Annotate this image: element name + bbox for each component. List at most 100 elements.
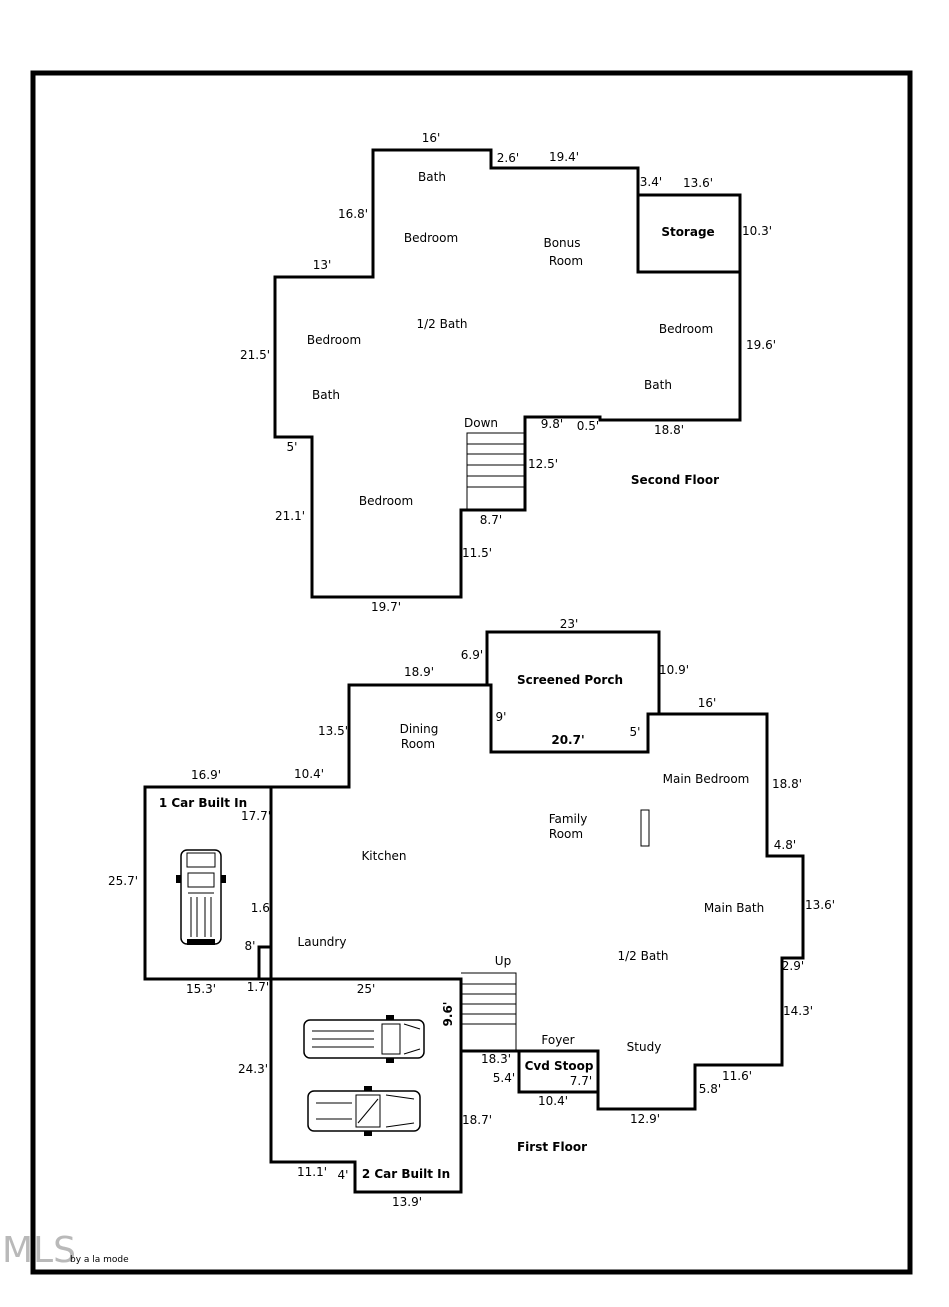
stairs-down xyxy=(466,432,525,510)
dimension-label: 19.4' xyxy=(549,150,579,164)
dimension-label: 8' xyxy=(245,939,256,953)
room-family-room: Room xyxy=(549,827,583,841)
dimension-label: 15.3' xyxy=(186,982,216,996)
dimension-label: 1.6' xyxy=(251,901,273,915)
dimension-label: 16' xyxy=(698,696,717,710)
dimension-label: 12.9' xyxy=(630,1112,660,1126)
car-icon xyxy=(303,1015,425,1063)
dimension-label: 6.9' xyxy=(461,648,483,662)
stairs-up-label: Up xyxy=(495,954,511,968)
dimension-label: 18.7' xyxy=(462,1113,492,1127)
dimension-label: 10.4' xyxy=(538,1094,568,1108)
room-bedroom: Bedroom xyxy=(404,231,458,245)
dimension-label: 24.3' xyxy=(238,1062,268,1076)
room-screened-porch: Screened Porch xyxy=(517,673,623,687)
dimension-label: 18.8' xyxy=(772,777,802,791)
room-storage: Storage xyxy=(661,225,714,239)
dimension-label: 11.1' xyxy=(297,1165,327,1179)
room-family: Family xyxy=(549,812,588,826)
dimension-label: 10.9' xyxy=(659,663,689,677)
room-study: Study xyxy=(627,1040,662,1054)
room-dining: Dining xyxy=(400,722,439,736)
first-floor-outline xyxy=(257,683,805,1111)
dimension-label: 13.9' xyxy=(392,1195,422,1209)
room-dining-room: Room xyxy=(401,737,435,751)
dimension-label: 18.3' xyxy=(481,1052,511,1066)
dimension-label: 25.7' xyxy=(108,874,138,888)
room-laundry: Laundry xyxy=(298,935,347,949)
dimension-label: 8.7' xyxy=(480,513,502,527)
room-foyer: Foyer xyxy=(541,1033,574,1047)
room-bonus: Bonus xyxy=(543,236,580,250)
dimension-label: 9' xyxy=(496,710,507,724)
room-bath: Bath xyxy=(312,388,340,402)
dimension-label: 3.4' xyxy=(640,175,662,189)
first-floor: Screened Porch Dining Room Main Bedroom … xyxy=(108,617,835,1209)
dimension-label: 19.7' xyxy=(371,600,401,614)
dimension-label: 1.7' xyxy=(247,980,269,994)
room-bath: Bath xyxy=(644,378,672,392)
first-floor-label: First Floor xyxy=(517,1140,587,1154)
dimension-label: 11.5' xyxy=(462,546,492,560)
second-floor-outline xyxy=(273,148,742,599)
room-two-car-garage: 2 Car Built In xyxy=(362,1167,450,1181)
dimension-label: 20.7' xyxy=(551,733,584,747)
room-bedroom: Bedroom xyxy=(359,494,413,508)
dimension-label: 19.6' xyxy=(746,338,776,352)
second-floor: Bath Bedroom Bonus Room Storage 1/2 Bath… xyxy=(240,131,776,614)
covered-stoop-outline xyxy=(517,1049,600,1094)
dimension-label: 18.9' xyxy=(404,665,434,679)
room-half-bath: 1/2 Bath xyxy=(416,317,467,331)
dimension-label: 11.6' xyxy=(722,1069,752,1083)
dimension-label: 21.5' xyxy=(240,348,270,362)
second-floor-label: Second Floor xyxy=(631,473,719,487)
dimension-label: 16.8' xyxy=(338,207,368,221)
room-bedroom: Bedroom xyxy=(307,333,361,347)
dimension-label: 23' xyxy=(560,617,579,631)
room-main-bath: Main Bath xyxy=(704,901,764,915)
storage-wall xyxy=(636,195,740,274)
dimension-label: 9.6' xyxy=(441,1002,455,1027)
dimension-label: 4.8' xyxy=(774,838,796,852)
dimension-label: 10.3' xyxy=(742,224,772,238)
stairs-up xyxy=(461,972,517,1051)
room-half-bath: 1/2 Bath xyxy=(617,949,668,963)
car-icon xyxy=(176,849,226,945)
room-covered-stoop: Cvd Stoop xyxy=(525,1059,594,1073)
room-bedroom: Bedroom xyxy=(659,322,713,336)
fireplace xyxy=(640,809,650,847)
dimension-label: 25' xyxy=(357,982,376,996)
car-icon xyxy=(307,1086,421,1136)
room-main-bedroom: Main Bedroom xyxy=(663,772,750,786)
room-kitchen: Kitchen xyxy=(361,849,406,863)
stairs-down-label: Down xyxy=(464,416,498,430)
room-bonus-room: Room xyxy=(549,254,583,268)
room-bath: Bath xyxy=(418,170,446,184)
one-car-garage-outline xyxy=(143,785,273,981)
dimension-label: 2.9' xyxy=(782,959,804,973)
dimension-label: 5' xyxy=(630,725,641,739)
dimension-label: 21.1' xyxy=(275,509,305,523)
dimension-label: 4' xyxy=(338,1168,349,1182)
dimension-label: 12.5' xyxy=(528,457,558,471)
dimension-label: 5.8' xyxy=(699,1082,721,1096)
room-one-car-garage: 1 Car Built In xyxy=(159,796,247,810)
dimension-label: 2.6' xyxy=(497,151,519,165)
dimension-label: 13.6' xyxy=(683,176,713,190)
dimension-label: 5.4' xyxy=(493,1071,515,1085)
page-frame xyxy=(30,70,913,1275)
mls-watermark: MLS xyxy=(2,1230,76,1271)
dimension-label: 16' xyxy=(422,131,441,145)
dimension-label: 13.5' xyxy=(318,724,348,738)
dimension-label: 13.6' xyxy=(805,898,835,912)
dimension-label: 14.3' xyxy=(783,1004,813,1018)
dimension-label: 17.7' xyxy=(241,809,271,823)
dimension-label: 13' xyxy=(313,258,332,272)
two-car-garage-outline xyxy=(269,977,463,1194)
dimension-label: 16.9' xyxy=(191,768,221,782)
dimension-label: 0.5' xyxy=(577,419,599,433)
dimension-label: 7.7' xyxy=(570,1074,592,1088)
dimension-label: 18.8' xyxy=(654,423,684,437)
dimension-label: 5' xyxy=(287,440,298,454)
